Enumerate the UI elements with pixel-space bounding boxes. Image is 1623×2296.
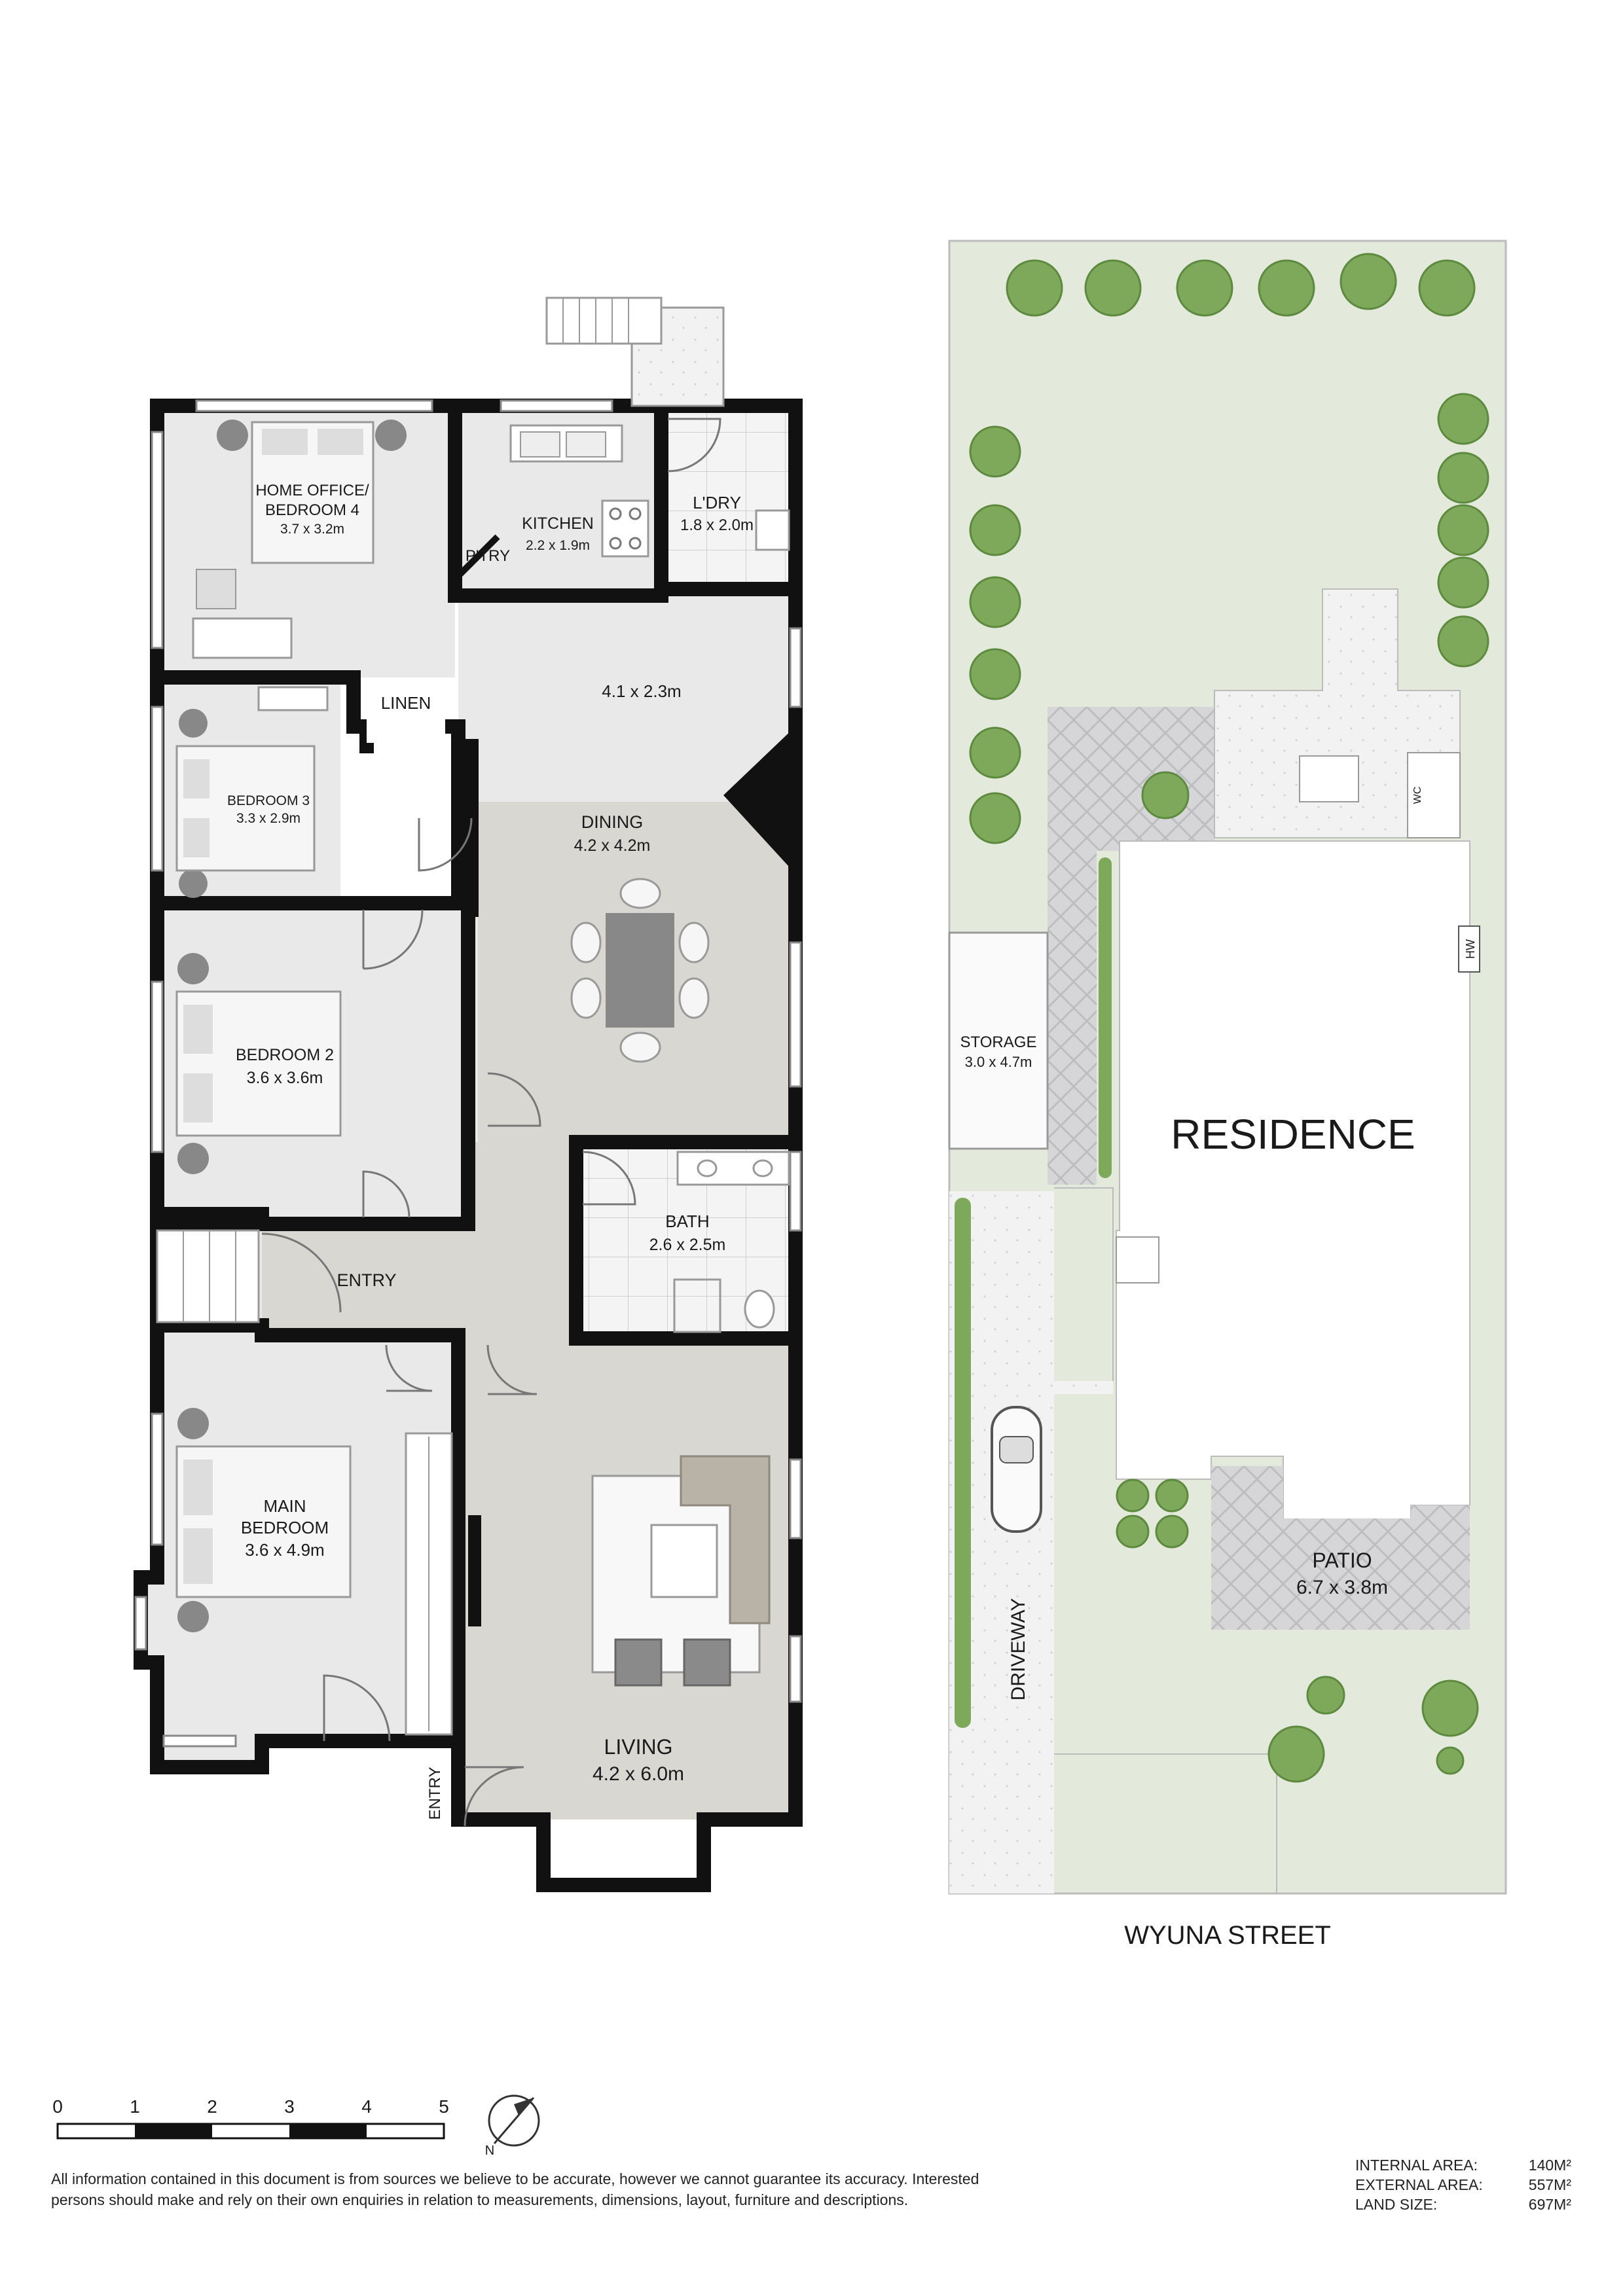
living-dims: 4.2 x 6.0m [593,1763,684,1785]
land-size-row: LAND SIZE: 697M² [1355,2195,1571,2214]
entry-floor [262,1221,576,1332]
car-icon [991,1406,1042,1533]
home-office-furniture [192,420,407,659]
residence [1116,840,1470,1532]
patio-label: PATIO [1312,1549,1372,1572]
storage-label: STORAGE [960,1033,1037,1051]
scale-bar: 0 1 2 3 4 5 [52,2096,449,2140]
main-bedroom-label: MAIN [264,1496,306,1516]
scale-tick-0: 0 [52,2096,63,2117]
home-office-label: HOME OFFICE/ [255,482,369,499]
residence-label: RESIDENCE [1171,1111,1415,1158]
living-label: LIVING [604,1735,673,1759]
wc-label: WC [1412,787,1423,804]
bedroom3-furniture [175,709,473,898]
scale-tick-1: 1 [130,2096,140,2117]
disclaimer-text: All information contained in this docume… [51,2170,979,2208]
bedroom2-label: BEDROOM 2 [236,1046,334,1064]
compass-icon: N [485,2094,540,2158]
windows [134,399,802,1748]
dining-dims: 4.2 x 4.2m [574,836,651,855]
scale-tick-3: 3 [284,2096,295,2117]
external-area-label: EXTERNAL AREA: [1355,2176,1483,2193]
hedges [955,857,1112,1728]
laundry-dims: 1.8 x 2.0m [680,516,754,534]
internal-area-label: INTERNAL AREA: [1355,2157,1478,2174]
bedroom2-dims: 3.6 x 3.6m [247,1069,323,1087]
bath-label: BATH [665,1211,709,1231]
laundry-label: L'DRY [693,493,741,512]
land-size-label: LAND SIZE: [1355,2196,1438,2213]
external-area-value: 557M² [1528,2176,1571,2193]
storage-dims: 3.0 x 4.7m [965,1054,1032,1070]
main-bedroom-label-2: BEDROOM [241,1518,329,1537]
driveway-label: DRIVEWAY [1008,1598,1029,1701]
land-size-value: 697M² [1528,2196,1571,2213]
dining-table [570,878,710,1063]
bath-dims: 2.6 x 2.5m [649,1236,726,1254]
entry-label: ENTRY [337,1270,396,1290]
trees [969,253,1489,1783]
linen-label: LINEN [381,693,431,713]
kitchen-dims: 2.2 x 1.9m [526,538,590,553]
kitchen-label: KITCHEN [522,514,594,533]
internal-area-value: 140M² [1528,2157,1571,2174]
living-furniture [464,1455,771,1827]
compass-north-label: N [485,2144,494,2158]
hall-dims: 4.1 x 2.3m [602,681,681,701]
bedroom3-dims: 3.3 x 2.9m [236,811,301,826]
street-label: WYUNA STREET [1124,1921,1331,1950]
hot-water-label: HW [1464,939,1477,959]
internal-area-row: INTERNAL AREA: 140M² [1355,2155,1571,2175]
main-bedroom-dims: 3.6 x 4.9m [245,1540,324,1560]
scale-tick-2: 2 [207,2096,217,2117]
area-summary: INTERNAL AREA: 140M² EXTERNAL AREA: 557M… [1355,2155,1571,2214]
scale-tick-4: 4 [361,2096,372,2117]
pantry-label: P'TRY [465,547,510,565]
main-bedroom-furniture [175,1408,453,1742]
patio-dims: 6.7 x 3.8m [1296,1577,1388,1598]
scale-tick-5: 5 [439,2096,449,2117]
home-office-dims: 3.7 x 3.2m [280,522,344,537]
bedroom3-label: BEDROOM 3 [227,793,310,808]
side-entry-label: ENTRY [426,1767,444,1820]
bedroom2-furniture [175,909,424,1218]
house-floor: HOME OFFICE/ BEDROOM 4 3.7 x 3.2m KITCHE… [134,296,803,1892]
storage [948,931,1049,1150]
external-area-row: EXTERNAL AREA: 557M² [1355,2175,1571,2195]
laundry-floor [661,406,795,589]
dining-label: DINING [581,812,644,832]
site-plan: RESIDENCE STORAGE 3.0 x 4.7m PATIO 6.7 x… [948,240,1507,1950]
patio [1211,1466,1470,1630]
home-office-label-2: BEDROOM 4 [265,501,359,519]
